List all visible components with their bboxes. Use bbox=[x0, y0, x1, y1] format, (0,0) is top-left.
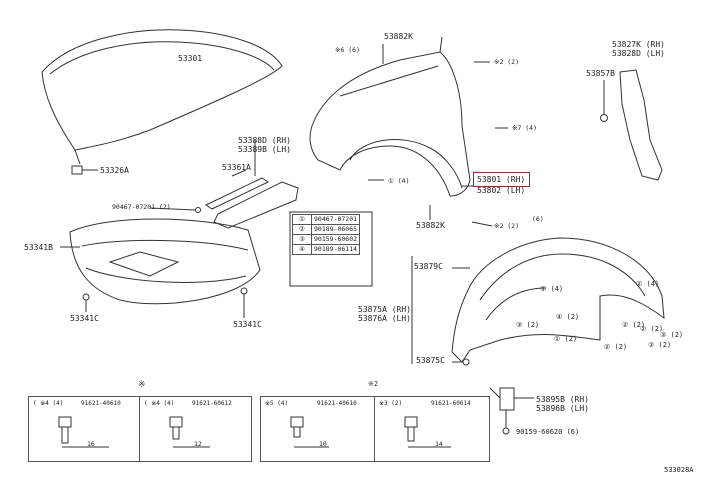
bottom-bolt-label[interactable]: 90159-60620 (6) bbox=[516, 428, 580, 436]
bolt-code[interactable]: 91621-40610 bbox=[317, 400, 357, 407]
fastener-code[interactable]: 90189-06065 bbox=[310, 224, 361, 235]
bolt-length: 12 bbox=[194, 440, 202, 448]
fender-rh-label[interactable]: 53801 (RH) bbox=[477, 175, 526, 184]
bolt-cell: ※5 (4) 91621-40610 10 bbox=[261, 397, 375, 461]
bolt-code[interactable]: 91621-40610 bbox=[81, 400, 121, 407]
liner-ref: ② (2) bbox=[604, 343, 628, 351]
fastener-num: ① bbox=[292, 214, 312, 225]
fender-bracket-bottom-label[interactable]: 53882K bbox=[416, 221, 445, 230]
fastener-num: ③ bbox=[292, 234, 312, 245]
clip-note-label: 90467-07201 (2) bbox=[112, 203, 171, 211]
engine-under-cover-label[interactable]: 53341B bbox=[24, 243, 53, 252]
fender-seal-rh-label[interactable]: 53827K (RH) bbox=[612, 40, 665, 49]
fender-rh-highlight bbox=[473, 172, 530, 187]
liner-ref: ① (2) bbox=[554, 335, 578, 343]
liner-ref: ③ (2) bbox=[648, 341, 672, 349]
bolt-head: ( ※4 (4) bbox=[33, 400, 64, 407]
liner-ref: ③ (2) bbox=[516, 321, 540, 329]
bottom-group-mark-left: ※ bbox=[138, 380, 146, 390]
bolt-cell: ( ※4 (4) 91621-40610 16 bbox=[29, 397, 140, 461]
callout-7: ※7 (4) bbox=[512, 124, 538, 132]
mudguard-shape bbox=[499, 387, 515, 411]
bolt-head: ※5 (4) bbox=[265, 400, 289, 407]
fastener-code[interactable]: 90159-60602 bbox=[310, 234, 361, 245]
bolt-cell: ※3 (2) 91621-60614 14 bbox=[375, 397, 488, 461]
liner-clip-top-label[interactable]: 53879C bbox=[414, 262, 443, 271]
liner-ref: ② (4) bbox=[636, 280, 660, 288]
under-cover-clip-right-label[interactable]: 53341C bbox=[233, 320, 262, 329]
bolt-head: ( ※4 (4) bbox=[144, 400, 175, 407]
diagram-code: 533028A bbox=[664, 466, 694, 474]
liner-ref: ③ (2) bbox=[660, 331, 684, 339]
fender-seal-shape bbox=[619, 69, 663, 181]
bolt-length: 10 bbox=[319, 440, 327, 448]
fender-seal-lh-label[interactable]: 53828D (LH) bbox=[612, 49, 665, 58]
seal-bracket-label[interactable]: 53361A bbox=[222, 163, 251, 172]
engine-under-cover-shape bbox=[69, 218, 261, 305]
bolt-code[interactable]: 91621-60612 bbox=[192, 400, 232, 407]
bolt-icon bbox=[169, 416, 210, 448]
fender-shape bbox=[309, 51, 471, 197]
fender-bracket-top-label[interactable]: 53882K bbox=[384, 32, 413, 41]
bolt-length: 14 bbox=[435, 440, 443, 448]
bolt-icon bbox=[290, 416, 329, 448]
hood-cushion-label[interactable]: 53326A bbox=[100, 166, 129, 175]
mudguard-rh-label[interactable]: 53895B (RH) bbox=[536, 395, 589, 404]
bolt-length: 16 bbox=[87, 440, 95, 448]
fender-liner-lh-label[interactable]: 53876A (LH) bbox=[358, 314, 411, 323]
hood-cushion-shape bbox=[71, 165, 83, 175]
callout-6: ※6 (6) bbox=[335, 46, 361, 54]
liner-ref: ② (2) bbox=[640, 325, 664, 333]
hood-outline bbox=[41, 29, 283, 151]
callout-2b: ※2 (2) bbox=[494, 222, 520, 230]
bolt-cell: ( ※4 (4) 91621-60612 12 bbox=[140, 397, 250, 461]
mudguard-lh-label[interactable]: 53896B (LH) bbox=[536, 404, 589, 413]
hood-seal-lh-label[interactable]: 53389B (LH) bbox=[238, 145, 291, 154]
liner-ref: ④ (2) bbox=[556, 313, 580, 321]
bolt-icon bbox=[58, 416, 109, 448]
callout-1: ① (4) bbox=[388, 177, 410, 185]
bolt-icon bbox=[404, 416, 451, 448]
fastener-num: ④ bbox=[292, 244, 312, 255]
liner-ref: ② (2) bbox=[622, 321, 646, 329]
bolt-code[interactable]: 91621-60614 bbox=[431, 400, 471, 407]
hood-seal-rh-label[interactable]: 53388D (RH) bbox=[238, 136, 291, 145]
under-cover-clip-left-label[interactable]: 53341C bbox=[70, 314, 99, 323]
fender-lh-label[interactable]: 53802 (LH) bbox=[477, 186, 526, 195]
callout-2a: ※2 (2) bbox=[494, 58, 520, 66]
bolt-head: ※3 (2) bbox=[379, 400, 403, 407]
liner-ref: ① (4) bbox=[540, 285, 564, 293]
fender-seal-part-label[interactable]: 53857B bbox=[586, 69, 615, 78]
hood-seal-shape bbox=[204, 177, 270, 210]
fastener-code[interactable]: 90189-06114 bbox=[310, 244, 361, 255]
bottom-group-mark-right: ※2 bbox=[368, 380, 379, 388]
fender-liner-rh-label[interactable]: 53875A (RH) bbox=[358, 305, 411, 314]
bolt-table-left: ( ※4 (4) 91621-40610 16 ( ※4 (4) 91621-6… bbox=[28, 396, 252, 462]
bolt-table-right: ※5 (4) 91621-40610 10 ※3 (2) 91621-60614… bbox=[260, 396, 490, 462]
fender-liner-shape bbox=[451, 237, 665, 363]
fastener-num: ② bbox=[292, 224, 312, 235]
liner-clip-bottom-label[interactable]: 53875C bbox=[416, 356, 445, 365]
fastener-code[interactable]: 90467-07201 bbox=[310, 214, 361, 225]
hood-label[interactable]: 53301 bbox=[178, 54, 203, 63]
callout-6b: (6) bbox=[532, 215, 544, 223]
